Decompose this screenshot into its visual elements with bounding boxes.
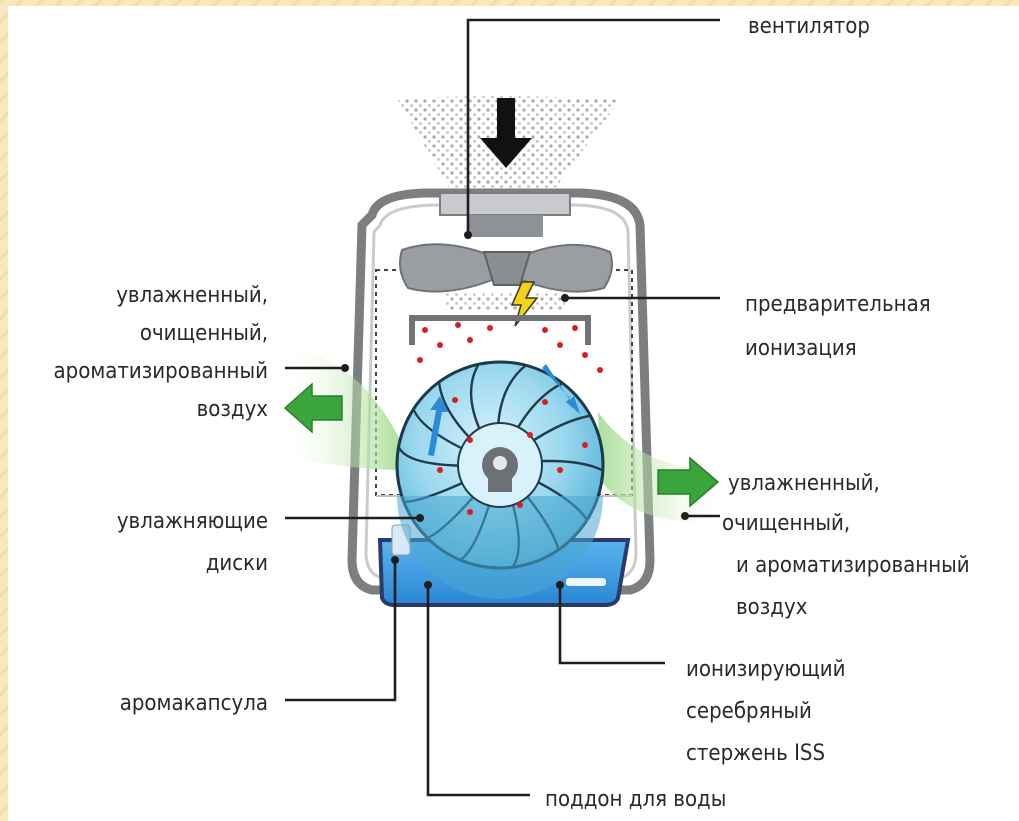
label-out-right-4: воздух — [736, 595, 808, 620]
ion-dots — [445, 292, 565, 310]
top-cap — [440, 193, 570, 215]
silver-rod — [566, 578, 606, 586]
label-out-right-3: и ароматизированный — [736, 553, 970, 578]
fan-hub — [468, 215, 543, 237]
label-silver-rod-1: ионизирующий — [686, 657, 845, 682]
humidifier-diagram: вентилятор предварительная ионизация увл… — [8, 6, 1019, 821]
label-discs-1: увлажняющие — [117, 509, 268, 534]
label-aromacapsule: аромакапсула — [120, 691, 268, 716]
label-out-left-3: ароматизированный — [54, 359, 268, 384]
label-discs-2: диски — [206, 551, 268, 576]
label-fan: вентилятор — [748, 14, 870, 39]
diagram-panel: вентилятор предварительная ионизация увл… — [8, 6, 1019, 821]
label-preionization-1: предварительная — [745, 292, 931, 317]
label-out-right-2: очищенный, — [722, 511, 850, 536]
fan-icon — [400, 244, 612, 291]
label-out-left-2: очищенный, — [140, 321, 268, 346]
label-silver-rod-3: стержень ISS — [686, 741, 825, 766]
label-out-left-4: воздух — [197, 397, 269, 422]
humidifying-discs — [397, 362, 603, 599]
label-silver-rod-2: серебряный — [686, 699, 812, 724]
label-tray: поддон для воды — [545, 787, 726, 812]
label-out-right-1: увлажненный, — [728, 471, 880, 496]
label-out-left-1: увлажненный, — [116, 283, 268, 308]
label-preionization-2: ионизация — [745, 336, 857, 361]
